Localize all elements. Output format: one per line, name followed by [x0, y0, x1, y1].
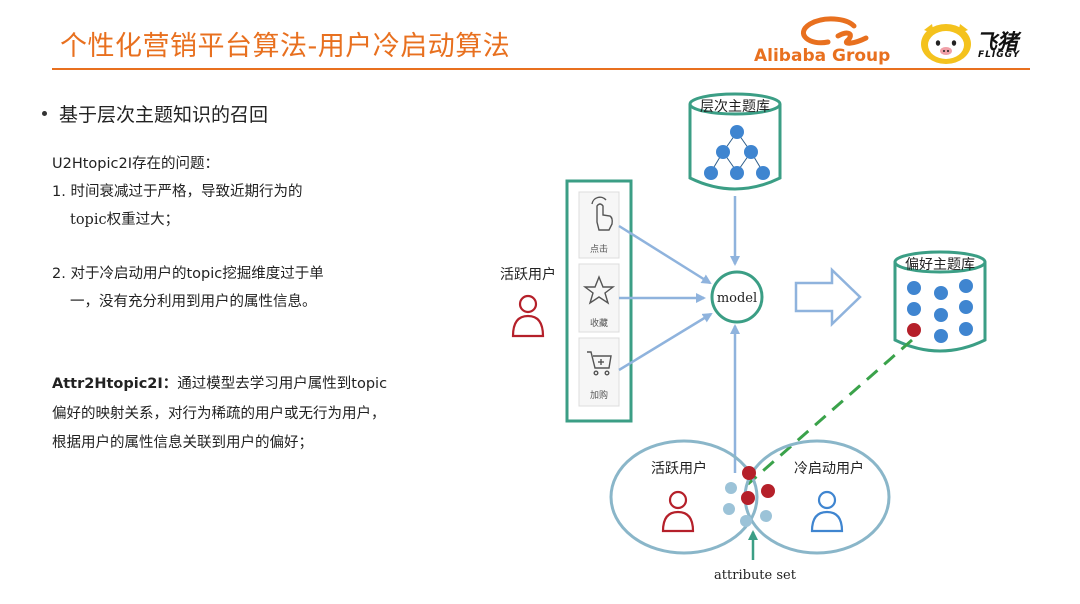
star-icon: [582, 275, 616, 305]
cart-to-model-arrow: [618, 312, 713, 372]
hierarchical-topic-db: 层次主题库: [688, 92, 782, 191]
attribute-dots: [723, 466, 775, 527]
action-cart-label: 加购: [590, 389, 608, 401]
preference-topic-db: 偏好主题库: [893, 250, 987, 353]
fliggy-logo: 飞猪 FLIGGY: [918, 20, 1030, 66]
problem-1-line-2: topic权重过大；: [70, 212, 180, 228]
bullet-heading-text: 基于层次主题知识的召回: [59, 104, 269, 126]
venn-active-users: [609, 439, 759, 555]
venn-active-user-icon: [661, 490, 695, 533]
attr-model-name: Attr2Htopic2I：: [52, 376, 178, 392]
hand-pointer-icon: [591, 196, 613, 231]
page-title: 个性化营销平台算法-用户冷启动算法: [60, 31, 511, 62]
attr-line-2: 偏好的映射关系，对行为稀疏的用户或无行为用户，: [52, 406, 386, 422]
attribute-link-dashed: [747, 338, 913, 486]
output-arrow: [794, 267, 862, 327]
model-label: model: [717, 291, 757, 306]
bullet-dot-icon: [42, 111, 47, 116]
active-user-label: 活跃用户: [500, 266, 556, 283]
alibaba-wordmark: Alibaba Group: [754, 46, 891, 66]
bullet-heading: 基于层次主题知识的召回: [42, 100, 268, 127]
behavior-panel: 点击 收藏 加购: [565, 179, 633, 423]
attr-line-3: 根据用户的属性信息关联到用户的偏好；: [52, 435, 313, 451]
hier-db-label: 层次主题库: [700, 99, 770, 115]
action-click-label: 点击: [590, 243, 608, 255]
fliggy-en-wordmark: FLIGGY: [978, 50, 1021, 60]
action-favorite-label: 收藏: [590, 317, 608, 329]
model-node: [710, 270, 764, 324]
click-to-model-arrow: [618, 224, 712, 285]
cart-add-icon: [587, 351, 612, 376]
user-venn: 活跃用户 冷启动用户: [609, 439, 891, 555]
title-divider: [52, 68, 1030, 70]
venn-cold-user-icon: [810, 490, 844, 533]
fliggy-pig-icon: [921, 24, 971, 64]
attr-line-1-text: 通过模型去学习用户属性到topic: [177, 376, 388, 392]
problem-heading: U2Htopic2I存在的问题：: [52, 156, 220, 172]
attribute-set-label: attribute set: [714, 568, 797, 583]
venn-right-label: 冷启动用户: [794, 460, 864, 477]
problem-1-line-1: 1. 时间衰减过于严格，导致近期行为的: [52, 184, 303, 200]
venn-left-label: 活跃用户: [651, 460, 707, 477]
attr-line-1: Attr2Htopic2I：通过模型去学习用户属性到topic: [52, 372, 387, 393]
problem-2-line-2: 一，没有充分利用到用户的属性信息。: [70, 294, 317, 310]
alibaba-logo: Alibaba Group: [750, 12, 910, 68]
fliggy-cn-wordmark: 飞猪: [976, 30, 1018, 54]
pref-db-label: 偏好主题库: [905, 257, 975, 273]
active-user-icon: [511, 294, 545, 338]
problem-2-line-1: 2. 对于冷启动用户的topic挖掘维度过于单: [52, 266, 324, 282]
